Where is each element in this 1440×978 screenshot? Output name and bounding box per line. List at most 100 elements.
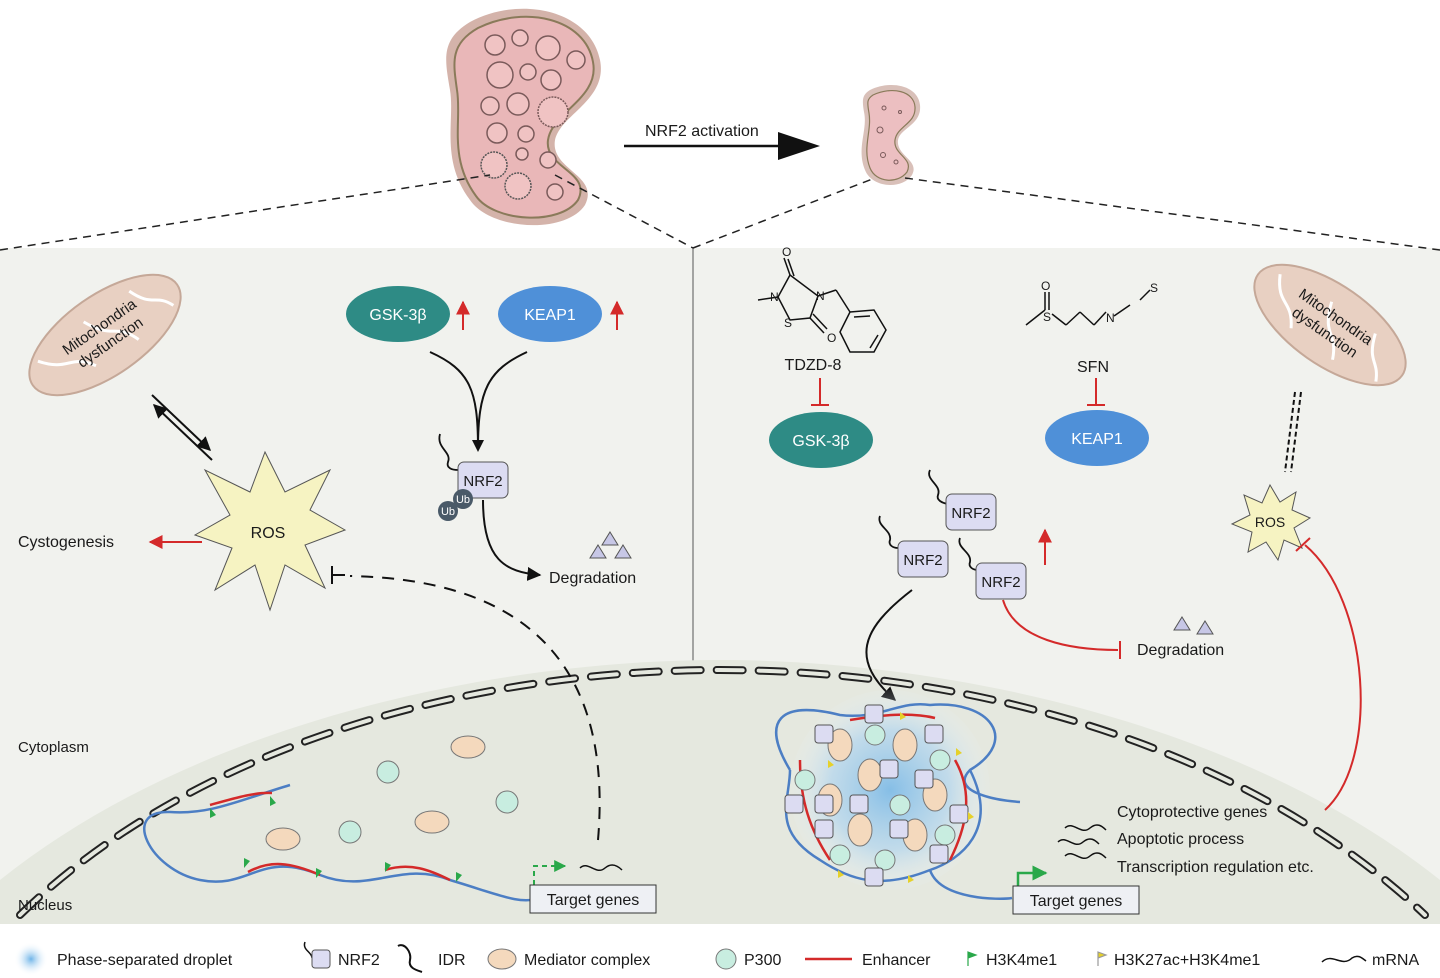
converging-arrow-head <box>472 440 484 452</box>
legend-p300-icon <box>715 948 737 970</box>
nrf2-idr-b <box>878 515 899 549</box>
target-genes-right <box>1012 885 1140 915</box>
legend-enhancer-label: Enhancer <box>862 952 931 969</box>
ros-right-label: ROS <box>1255 514 1285 530</box>
nrf2-left-label: NRF2 <box>463 473 502 490</box>
degradation-triangles-left <box>589 531 632 559</box>
sfn-s2: S <box>1150 281 1158 295</box>
nrf2-box-c <box>975 562 1027 600</box>
keap1-right <box>1045 410 1149 466</box>
tdzd-n1: N <box>770 290 779 304</box>
legend-mrna-icon <box>1321 955 1367 963</box>
gsk3b-right-label: GSK-3β <box>792 433 849 450</box>
legend-h3k4me1-label: H3K4me1 <box>986 952 1057 969</box>
activation-arrow-head <box>778 132 820 160</box>
cystic-kidney-icon <box>446 8 601 226</box>
legend-nrf2-icon <box>311 949 331 969</box>
ubiquitin-2 <box>438 501 458 521</box>
feedback-inhibition-right <box>1304 544 1362 811</box>
tdzd8-structure <box>757 257 887 353</box>
outcome-2: Apoptotic process <box>1117 831 1244 848</box>
degradation-triangles-right <box>1173 616 1214 635</box>
legend-h3k27ac-flag-icon <box>1097 951 1108 966</box>
legend-idr-label: IDR <box>438 952 466 969</box>
zoom-line <box>904 177 1440 251</box>
sfn-label: SFN <box>1077 359 1109 376</box>
zoom-line <box>554 174 694 249</box>
legend-nrf2-label: NRF2 <box>338 952 380 969</box>
nrf2-box-a <box>945 493 997 531</box>
legend-droplet-icon <box>14 942 48 976</box>
legend-mrna-label: mRNA <box>1372 952 1419 969</box>
inhibition-bar-right <box>1295 537 1311 552</box>
feedback-inhibition-left <box>349 575 601 841</box>
legend: Phase-separated droplet NRF2 IDR Mediato… <box>14 941 1419 976</box>
tdzd-n2: N <box>816 289 825 303</box>
keap1-left-label: KEAP1 <box>524 307 576 324</box>
outcome-1: Cytoprotective genes <box>1117 804 1267 821</box>
nucleus-left-contents <box>143 735 541 902</box>
ros-left-label: ROS <box>251 525 286 542</box>
ros-star-left: ROS <box>193 450 347 612</box>
mrna-right-group <box>1057 824 1107 859</box>
nrf2-b-label: NRF2 <box>903 552 942 569</box>
converging-arrow <box>429 351 528 449</box>
nrf2-inhibit-degradation <box>1002 599 1119 651</box>
dashed-mito-ros-1 <box>1284 391 1296 473</box>
nrf2-a-label: NRF2 <box>951 505 990 522</box>
sfn-o: O <box>1041 279 1050 293</box>
legend-h3k4me1-flag-icon <box>967 951 978 966</box>
legend-idr-icon <box>397 944 423 973</box>
arrow-to-degradation-left <box>482 499 542 581</box>
legend-p300-label: P300 <box>744 952 781 969</box>
legend-mediator-icon <box>487 948 517 970</box>
nrf2-box-b <box>897 540 949 578</box>
mitochondria-right: Mitochondria dysfunction <box>1253 263 1407 387</box>
legend-mediator-label: Mediator complex <box>524 952 650 969</box>
nuclear-envelope-inner <box>18 667 1427 917</box>
arrow-nrf2-to-nucleus <box>865 589 913 701</box>
mitochondria-left: Mitochondria dysfunction <box>28 273 182 397</box>
gsk3b-right <box>769 412 873 468</box>
sfn-n: N <box>1106 311 1115 325</box>
nrf2-idr-a <box>928 469 949 505</box>
degradation-left-label: Degradation <box>549 570 636 587</box>
ub1-label: Ub <box>456 494 470 506</box>
arrow-ros-to-mito <box>152 404 213 461</box>
degradation-right-label: Degradation <box>1137 642 1224 659</box>
ros-star-right: ROS <box>1230 483 1312 562</box>
zoom-line <box>0 174 491 251</box>
transcription-arrow-left <box>533 860 567 885</box>
mrna-left <box>579 864 623 871</box>
tdzd8-label: TDZD-8 <box>785 357 842 374</box>
legend-nrf2-idr <box>303 941 313 959</box>
nrf2-idr-c <box>958 537 979 571</box>
target-genes-right-label: Target genes <box>1030 893 1123 910</box>
nrf2-idr-left <box>438 433 459 471</box>
zoom-line <box>692 177 876 249</box>
keap1-right-label: KEAP1 <box>1071 431 1123 448</box>
cytoplasm-label: Cytoplasm <box>18 739 89 756</box>
ub2-label: Ub <box>441 506 455 518</box>
healthy-kidney-icon <box>861 85 921 186</box>
sfn-structure <box>1025 289 1151 326</box>
tdzd-s: S <box>784 316 792 330</box>
target-genes-left <box>529 884 657 914</box>
activation-label: NRF2 activation <box>645 123 759 140</box>
gsk3b-left <box>346 286 450 342</box>
legend-h3k27ac-label: H3K27ac+H3K4me1 <box>1114 952 1260 969</box>
sfn-s1: S <box>1043 310 1051 324</box>
phase-separated-droplet <box>774 690 1021 900</box>
dashed-mito-ros-2 <box>1290 391 1302 473</box>
gsk3b-left-label: GSK-3β <box>369 307 426 324</box>
nrf2-c-label: NRF2 <box>981 574 1020 591</box>
target-genes-left-label: Target genes <box>547 892 640 909</box>
cystogenesis-label: Cystogenesis <box>18 534 114 551</box>
ubiquitin-1 <box>453 489 473 509</box>
keap1-left <box>498 286 602 342</box>
nrf2-left-box <box>457 461 509 499</box>
nucleus-label: Nucleus <box>18 897 72 914</box>
tdzd-o2: O <box>827 331 836 345</box>
legend-droplet-label: Phase-separated droplet <box>57 952 233 969</box>
